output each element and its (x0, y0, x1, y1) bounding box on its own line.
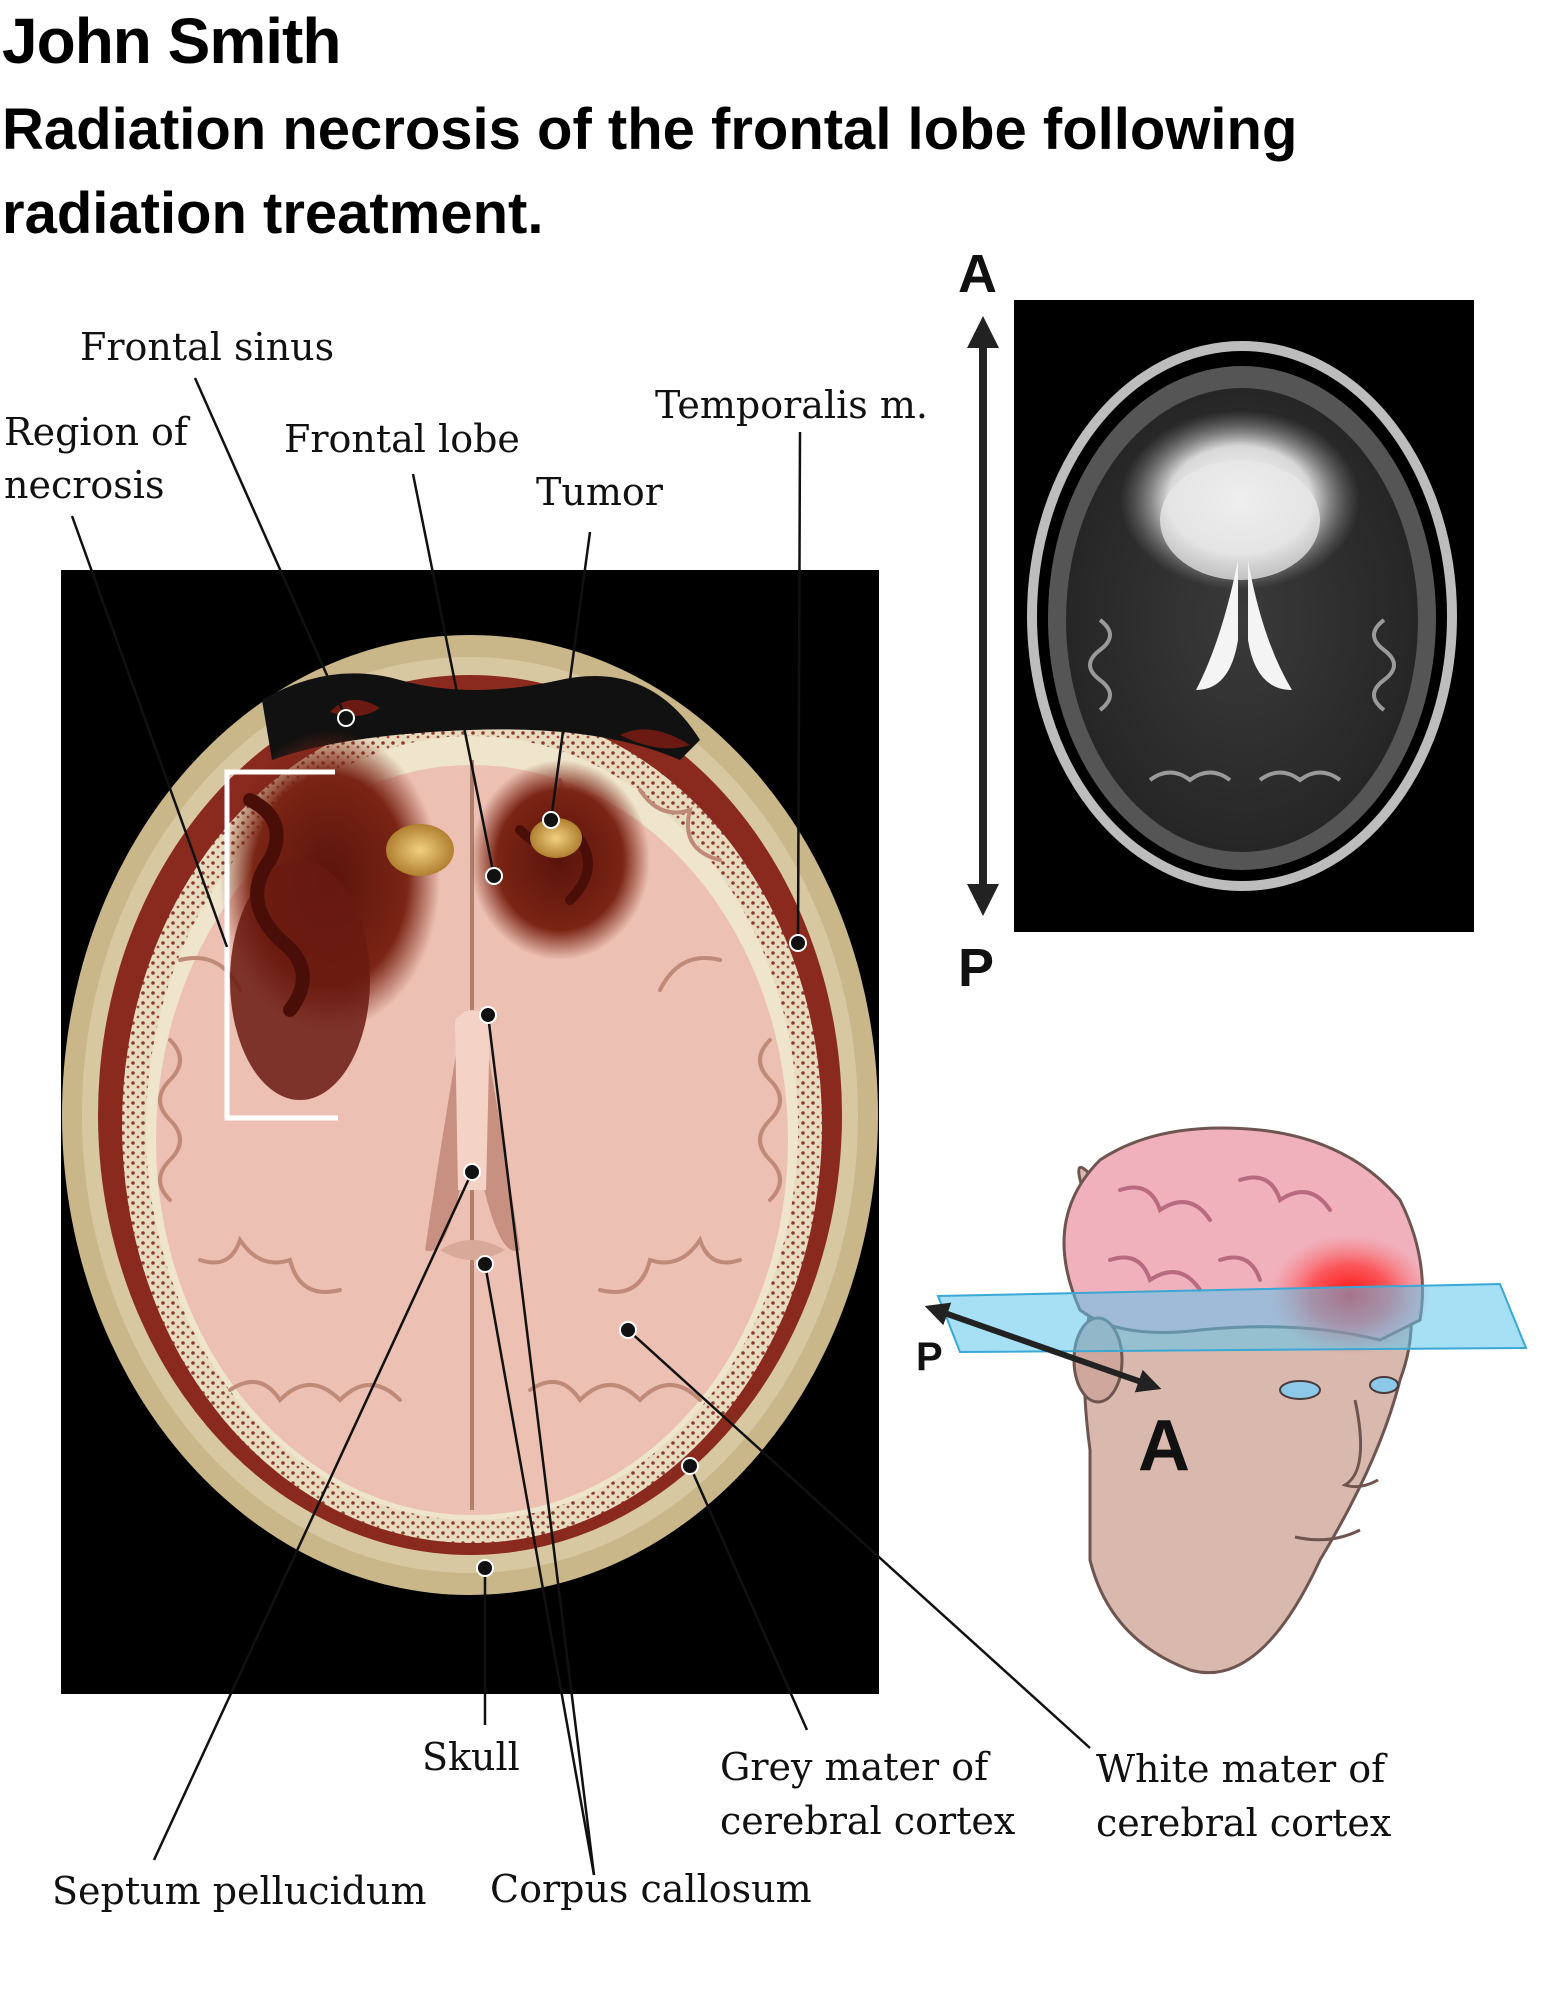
label-skull: Skull (422, 1735, 520, 1779)
label-grey-matter-1: Grey mater of (720, 1745, 991, 1789)
leader-lines (70, 377, 1091, 1876)
tumor-left (386, 824, 454, 876)
label-frontal-sinus: Frontal sinus (80, 325, 334, 369)
head-illustration (936, 1126, 1528, 1675)
label-tumor: Tumor (536, 470, 664, 514)
necrosis-right (470, 760, 650, 960)
head-anterior-label: A (1138, 1406, 1190, 1486)
lateral-ventricle-left (425, 1030, 462, 1252)
label-white-matter-1: White mater of (1096, 1747, 1388, 1791)
tumor-right (530, 818, 582, 858)
label-temporalis: Temporalis m. (655, 383, 928, 427)
mri-anterior-label: A (958, 244, 997, 304)
corpus-callosum (440, 1240, 505, 1260)
label-white-matter-2: cerebral cortex (1096, 1801, 1391, 1845)
mri-scan (1014, 300, 1474, 932)
eye-left (1279, 1380, 1321, 1400)
mri-posterior-label: P (958, 938, 994, 998)
leader-dots (337, 709, 807, 1577)
label-corpus-callosum: Corpus callosum (490, 1867, 812, 1911)
patient-name: John Smith (2, 5, 341, 77)
septum-pellucidum (455, 1010, 490, 1190)
label-grey-matter-2: cerebral cortex (720, 1799, 1015, 1843)
mri-ventricle-left (1196, 560, 1238, 690)
axial-section-illustration (61, 570, 879, 1694)
eye-right (1369, 1376, 1399, 1394)
label-region-necrosis-2: necrosis (4, 463, 164, 507)
label-septum-pellucidum: Septum pellucidum (52, 1869, 427, 1913)
diagnosis-title: Radiation necrosis of the frontal lobe f… (2, 97, 1298, 246)
mri-ventricle-right (1248, 560, 1292, 690)
frontal-sinus-cavity (262, 673, 700, 760)
head-ap-arrow (924, 1302, 1162, 1393)
label-frontal-lobe: Frontal lobe (284, 417, 520, 461)
label-region-necrosis-1: Region of (4, 410, 191, 454)
head-posterior-label: P (916, 1335, 943, 1379)
